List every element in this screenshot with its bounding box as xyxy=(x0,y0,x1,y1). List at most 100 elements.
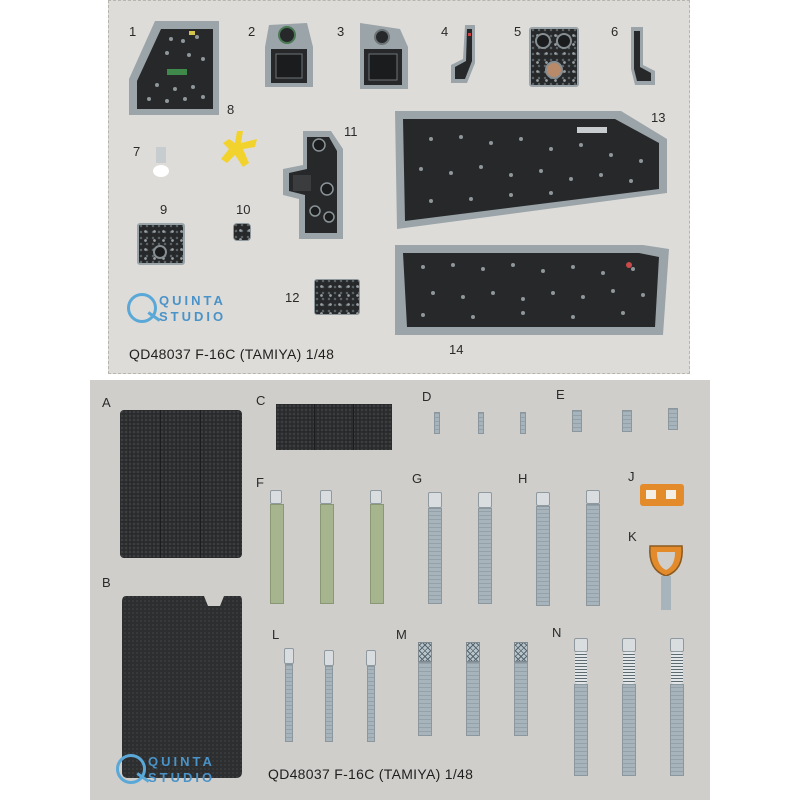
part-N-strap-1 xyxy=(574,684,588,776)
part-G-buckle-2 xyxy=(478,492,492,508)
part-D-strap-1 xyxy=(434,412,440,434)
part-label-6: 6 xyxy=(611,24,619,39)
part-F-strap-2 xyxy=(320,504,334,604)
part-H-buckle-1 xyxy=(536,492,550,506)
part-label-G: G xyxy=(412,471,423,486)
part-F-buckle-1 xyxy=(270,490,282,504)
part-label-4: 4 xyxy=(441,24,449,39)
part-M-strap-3 xyxy=(514,662,528,736)
part-label-F: F xyxy=(256,475,264,490)
decal-sheet-instrument-panels: 1 2 3 4 5 6 7 8 9 10 11 12 13 14 xyxy=(108,0,690,374)
part-D-strap-2 xyxy=(478,412,484,434)
part-N-buckle-1 xyxy=(574,638,588,652)
quinta-studio-logo: QUINTA STUDIO xyxy=(127,291,247,325)
part-F-buckle-2 xyxy=(320,490,332,504)
part-label-C: C xyxy=(256,393,266,408)
part-label-M: M xyxy=(396,627,407,642)
part-G-buckle-1 xyxy=(428,492,442,508)
part-label-L: L xyxy=(272,627,280,642)
part-G-strap-2 xyxy=(478,508,492,604)
gauge-icon xyxy=(535,33,551,49)
part-label-D: D xyxy=(422,389,432,404)
part-label-2: 2 xyxy=(248,24,256,39)
part-12-keypad xyxy=(314,279,360,315)
part-A-seat-cushion xyxy=(120,410,242,558)
part-G-strap-1 xyxy=(428,508,442,604)
quinta-studio-logo: QUINTA STUDIO xyxy=(116,752,236,786)
part-3-mfd-right xyxy=(360,23,408,89)
part-label-5: 5 xyxy=(514,24,522,39)
part-N-strap-2 xyxy=(622,684,636,776)
part-C-headrest-pad xyxy=(276,404,392,450)
part-E-tab-2 xyxy=(622,410,632,432)
part-B-back-cushion xyxy=(122,596,242,778)
part-N-strap-3 xyxy=(670,684,684,776)
sheet1-caption: QD48037 F-16C (TAMIYA) 1/48 xyxy=(129,346,335,362)
part-M-adjuster-1 xyxy=(418,642,432,662)
logo-line-2: STUDIO xyxy=(148,770,216,785)
part-H-strap-1 xyxy=(536,506,550,606)
part-J-orange-bracket xyxy=(640,484,684,506)
part-9-control-box xyxy=(137,223,185,265)
part-13-right-console xyxy=(395,111,667,229)
part-M-adjuster-3 xyxy=(514,642,528,662)
part-N-buckle-3 xyxy=(670,638,684,652)
part-label-1: 1 xyxy=(129,24,137,39)
part-4-side-strip xyxy=(451,25,475,83)
part-D-strap-3 xyxy=(520,412,526,434)
part-label-13: 13 xyxy=(651,110,666,125)
quinta-q-icon xyxy=(116,754,146,784)
part-label-J: J xyxy=(628,469,635,484)
part-L-buckle-3 xyxy=(366,650,376,666)
part-10-small-panel xyxy=(233,223,251,241)
part-6-side-strip xyxy=(631,27,655,85)
part-14-left-console xyxy=(395,245,669,335)
part-F-buckle-3 xyxy=(370,490,382,504)
part-L-strap-2 xyxy=(325,666,333,742)
part-8-ejection-handle xyxy=(221,131,257,167)
part-label-K: K xyxy=(628,529,637,544)
part-1-left-console xyxy=(129,21,219,115)
logo-line-2: STUDIO xyxy=(159,309,227,324)
knob-icon xyxy=(153,245,167,259)
part-H-strap-2 xyxy=(586,504,600,606)
sheet2-caption: QD48037 F-16C (TAMIYA) 1/48 xyxy=(268,766,474,782)
part-label-E: E xyxy=(556,387,565,402)
gauge-icon xyxy=(556,33,572,49)
part-2-mfd-left xyxy=(265,23,313,87)
part-L-buckle-1 xyxy=(284,648,294,664)
part-label-11: 11 xyxy=(344,124,358,139)
part-F-strap-1 xyxy=(270,504,284,604)
part-label-3: 3 xyxy=(337,24,345,39)
part-7-small-gauge xyxy=(153,147,169,177)
gauge-icon xyxy=(545,61,563,79)
logo-line-1: QUINTA xyxy=(159,293,226,308)
part-N-spring-3 xyxy=(671,652,683,684)
part-E-tab-3 xyxy=(668,408,678,430)
decal-sheet-belts: A B C D E F G H J K L M N xyxy=(90,380,710,800)
part-L-strap-3 xyxy=(367,666,375,742)
part-E-tab-1 xyxy=(572,410,582,432)
part-H-buckle-2 xyxy=(586,490,600,504)
part-M-adjuster-2 xyxy=(466,642,480,662)
part-label-10: 10 xyxy=(236,202,251,217)
part-label-B: B xyxy=(102,575,111,590)
part-L-strap-1 xyxy=(285,664,293,742)
part-M-strap-2 xyxy=(466,662,480,736)
part-label-H: H xyxy=(518,471,528,486)
part-N-spring-1 xyxy=(575,652,587,684)
part-11-center-panel xyxy=(283,131,343,239)
part-label-14: 14 xyxy=(449,342,464,357)
logo-line-1: QUINTA xyxy=(148,754,215,769)
part-label-7: 7 xyxy=(133,144,141,159)
part-label-9: 9 xyxy=(160,202,168,217)
part-label-A: A xyxy=(102,395,111,410)
part-K-pull-handle xyxy=(649,545,683,610)
part-N-spring-2 xyxy=(623,652,635,684)
part-L-buckle-2 xyxy=(324,650,334,666)
part-N-buckle-2 xyxy=(622,638,636,652)
part-M-strap-1 xyxy=(418,662,432,736)
part-F-strap-3 xyxy=(370,504,384,604)
part-5-instrument-cluster xyxy=(529,27,579,87)
part-label-N: N xyxy=(552,625,562,640)
